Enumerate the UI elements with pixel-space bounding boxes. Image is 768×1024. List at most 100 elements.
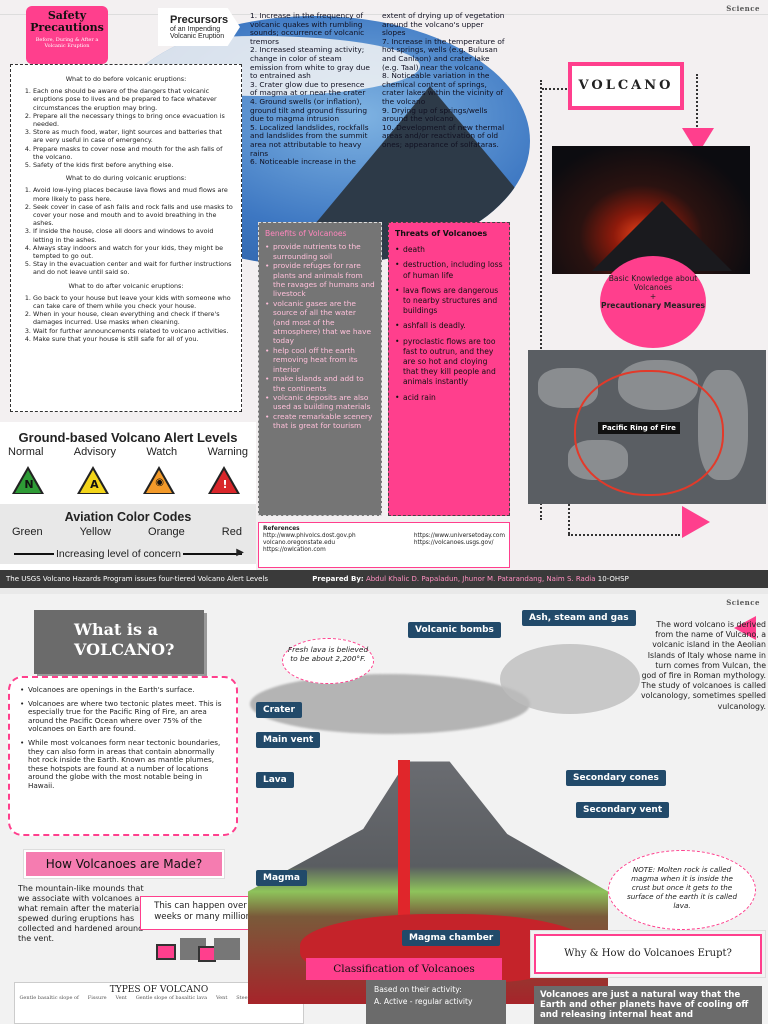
triangle-fill <box>145 470 172 493</box>
reference-link: http://www.phivolcs.dost.gov.ph <box>263 533 356 539</box>
threat-item: pyroclastic flows are too fast to outrun… <box>395 337 503 388</box>
before-item: Prepare all the necessary things to brin… <box>33 112 233 128</box>
after-item: Wait for further announcements related t… <box>33 327 233 335</box>
before-item: Each one should be aware of the dangers … <box>33 87 233 112</box>
safety-header: Safety Precautions Before, During & Afte… <box>26 6 108 64</box>
precursor-item: extent of drying up of vegetation around… <box>382 11 505 38</box>
top-rule <box>0 14 768 15</box>
label-crater: Crater <box>256 702 302 718</box>
safety-list-box: What to do before volcanic eruptions: Ea… <box>10 64 242 412</box>
why-erupt-title: Why & How do Volcanoes Erupt? <box>534 934 762 974</box>
prepared-label: Prepared By: <box>312 575 364 583</box>
benefit-item: create remarkable scenery that is great … <box>265 412 375 431</box>
precursor-item: 3. Crater glow due to presence of magma … <box>250 79 366 98</box>
type-label: Vent <box>115 995 127 1001</box>
alert-level-letter: ! <box>222 478 228 491</box>
concern-arrow: ▶ <box>182 547 244 558</box>
word-origin-text: The word volcano is derived from the nam… <box>640 620 766 711</box>
benefit-item: provide refuges for rare plants and anim… <box>265 261 375 299</box>
basic-line-1: Basic Knowledge about Volcanoes <box>608 274 698 292</box>
after-list: Go back to your house but leave your kid… <box>19 294 233 343</box>
triangle-fill <box>80 470 107 493</box>
after-heading: What to do after volcanic eruptions: <box>68 281 184 290</box>
during-item: Seek cover in case of ash falls and rock… <box>33 203 233 228</box>
benefits-title: Benefits of Volcanoes <box>265 229 347 238</box>
benefit-item: help cool off the earth removing heat fr… <box>265 346 375 374</box>
alert-level-name: Watch <box>146 446 178 458</box>
footer-text: The USGS Volcano Hazards Program issues … <box>6 575 269 583</box>
dotted-connector-right <box>696 74 698 130</box>
grade-label: 10-OHSP <box>597 575 629 583</box>
types-title: TYPES OF VOLCANO <box>109 985 209 995</box>
alert-levels-panel: Ground-based Volcano Alert Levels Normal… <box>0 422 256 570</box>
safety-subtitle: Before, During & After a Volcanic Erupti… <box>35 37 99 49</box>
type-label: Gentle basaltic slope of <box>19 995 79 1001</box>
threat-item: death <box>395 245 503 255</box>
reference-link: https://owlcation.com <box>263 547 326 553</box>
during-item: Always stay indoors and watch for your k… <box>33 244 233 260</box>
concern-row: Increasing level of concern ▶ <box>14 547 244 560</box>
footer-prepared: Prepared By: Abdul Khalic D. Papaladun, … <box>312 575 629 583</box>
classification-intro: Based on their activity: <box>374 985 462 994</box>
label-lava: Lava <box>256 772 294 788</box>
precursors-label: Precursors of an Impending Volcanic Erup… <box>170 14 244 40</box>
ring-outline <box>574 370 724 496</box>
page-1: Science Safety Precautions Before, Durin… <box>0 0 768 588</box>
threats-list: deathdestruction, including loss of huma… <box>395 245 503 403</box>
what-bullet: Volcanoes are openings in the Earth's su… <box>20 685 226 695</box>
what-is-title: What is a VOLCANO? <box>34 610 204 674</box>
label-volcanic-bombs: Volcanic bombs <box>408 622 501 638</box>
threat-item: lava flows are dangerous to nearby struc… <box>395 286 503 317</box>
ash-cloud <box>500 644 640 714</box>
ring-label: Pacific Ring of Fire <box>598 422 680 434</box>
before-item: Safety of the kids first before anything… <box>33 161 233 169</box>
after-item: Make sure that your house is still safe … <box>33 335 233 343</box>
during-heading: What to do during volcanic eruptions: <box>65 174 187 183</box>
volcano-title-box: VOLCANO <box>568 62 684 110</box>
aviation-color-name: Green <box>12 526 43 538</box>
triangle-fill <box>15 470 41 493</box>
label-main-vent: Main vent <box>256 732 321 748</box>
benefit-item: volcanic deposits are also used as build… <box>265 393 375 412</box>
label-ash-steam-gas: Ash, steam and gas <box>522 610 636 626</box>
basic-plus: + <box>649 292 657 301</box>
before-item: Prepare masks to cover nose and mouth fo… <box>33 145 233 161</box>
pink-right-arrow <box>682 506 710 538</box>
precursor-item: 6. Noticeable increase in the <box>250 157 356 167</box>
alert-triangle-icon: A <box>77 466 111 496</box>
what-bullet: While most volcanoes form near tectonic … <box>20 738 226 791</box>
safety-title: Safety Precautions <box>30 9 104 34</box>
label-magma-chamber: Magma chamber <box>402 930 501 946</box>
page-1-footer: The USGS Volcano Hazards Program issues … <box>0 570 768 588</box>
references-title: References <box>263 526 300 532</box>
how-text: The mountain-like mounds that we associa… <box>18 884 148 943</box>
triangle-fill <box>210 470 237 493</box>
alert-triangle-icon: ◉ <box>142 466 177 496</box>
precursor-item: 5. Localized landslides, rockfalls and l… <box>250 122 369 158</box>
references-box: References http://www.phivolcs.dost.gov.… <box>258 522 510 568</box>
alert-level-name: Advisory <box>73 446 116 458</box>
concern-line <box>14 553 54 555</box>
why-erupt-text: Volcanoes are just a natural way that th… <box>534 986 762 1024</box>
eye-icon: ◉ <box>155 477 165 488</box>
precursor-item: 9. Drying up of springs/wells around the… <box>382 105 488 124</box>
page-2: Science What is a VOLCANO? Volcanoes are… <box>0 594 768 1024</box>
benefit-item: volcanic gases are the source of all the… <box>265 299 375 346</box>
during-item: Stay in the evacuation center and wait f… <box>33 260 233 276</box>
alert-level-letter: N <box>24 478 34 491</box>
precursor-item: 2. Increased steaming activity; change i… <box>250 45 370 81</box>
after-item: When in your house, clean everything and… <box>33 310 233 326</box>
benefits-box: Benefits of Volcanoes provide nutrients … <box>258 222 382 516</box>
science-tag-2: Science <box>726 598 760 607</box>
fresh-lava-bubble: Fresh lava is believed to be about 2,200… <box>282 638 374 684</box>
dotted-connector <box>540 80 542 520</box>
alert-level-name: Normal <box>8 446 44 458</box>
dotted-connector-bottom-h <box>568 534 680 536</box>
label-secondary-cones: Secondary cones <box>566 770 666 786</box>
type-label: Fissure <box>87 995 107 1001</box>
eruption-photo <box>552 146 750 274</box>
threats-title: Threats of Volcanoes <box>395 229 488 238</box>
